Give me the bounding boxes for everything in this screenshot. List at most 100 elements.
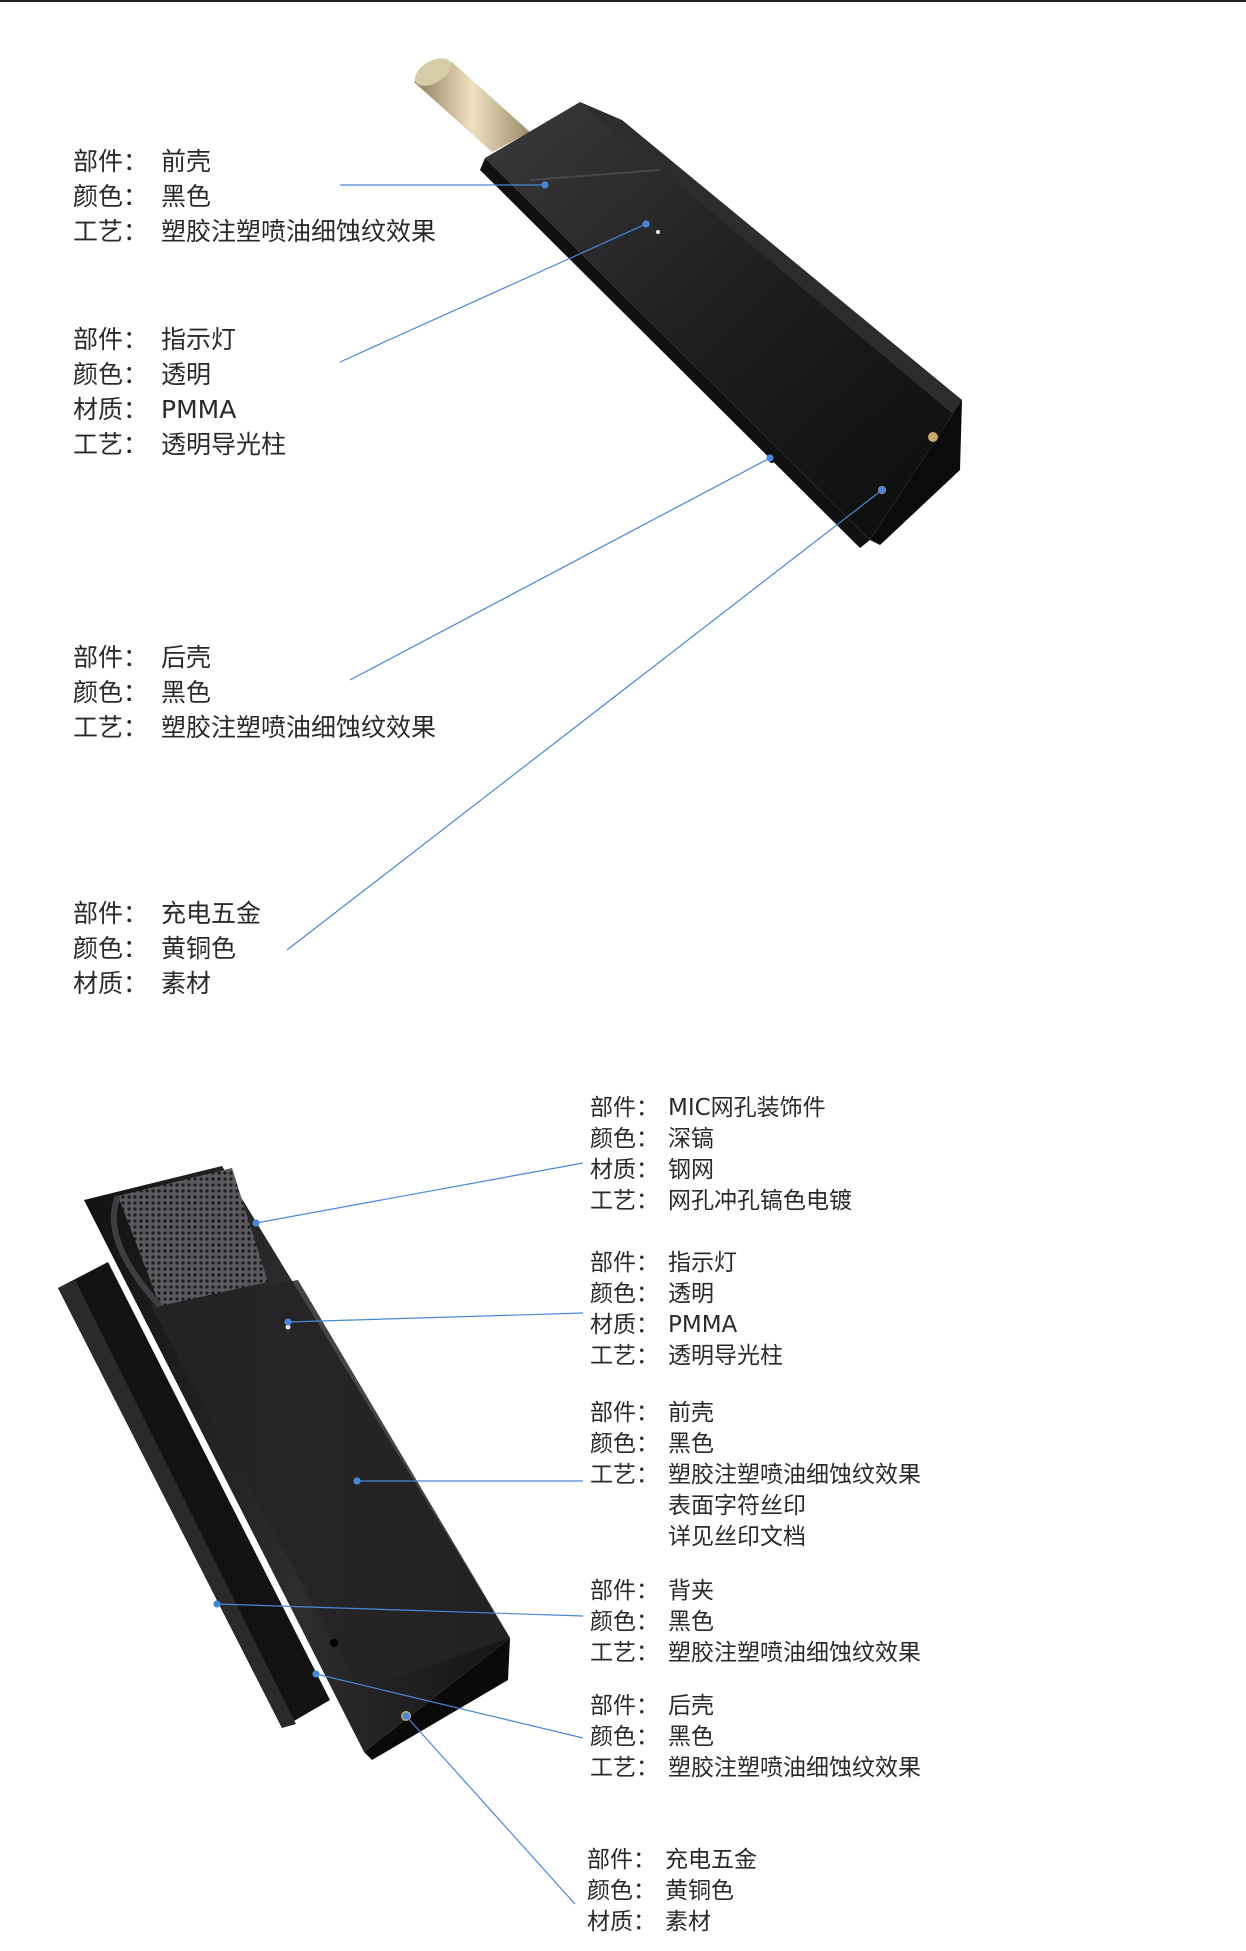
- spec-key: 颜色：: [590, 1431, 659, 1457]
- spec-row: 材质：钢网: [590, 1155, 852, 1186]
- spec-row: 部件：充电五金: [73, 896, 261, 931]
- spec-row: 材质： 素材: [73, 966, 261, 1001]
- spec-value: MIC网孔装饰件: [668, 1095, 826, 1121]
- spec-value: 黄铜色: [161, 934, 237, 963]
- spec-value: PMMA: [668, 1312, 738, 1338]
- spec-row: 材质： 素材: [587, 1907, 757, 1938]
- spec-key: 颜色：: [73, 934, 149, 963]
- spec-key: 颜色：: [590, 1609, 659, 1635]
- spec-key: 工艺：: [590, 1343, 659, 1369]
- spec-row: 部件：前壳: [590, 1398, 921, 1429]
- spec-row: 工艺： 塑胶注塑喷油细蚀纹效果: [590, 1753, 921, 1784]
- bottom-leader-lines: [213, 1162, 584, 1905]
- spec-key: 部件：: [587, 1847, 656, 1873]
- callout-bottom-front-shell: 部件：前壳 颜色： 黑色 工艺： 塑胶注塑喷油细蚀纹效果 表面字符丝印 详见丝印文档: [590, 1398, 921, 1553]
- top-leader-lines: [286, 181, 886, 951]
- mic-hole: [330, 1639, 338, 1647]
- spec-row: 部件：指示灯: [73, 322, 286, 357]
- spec-key: 颜色：: [73, 360, 149, 389]
- spec-row: 部件： 充电五金: [587, 1845, 757, 1876]
- spec-key: 颜色：: [590, 1724, 659, 1750]
- spec-key: 工艺：: [73, 217, 149, 246]
- top-device-render: [414, 58, 962, 548]
- spec-key: 部件：: [590, 1693, 659, 1719]
- bottom-device-render: [58, 1166, 510, 1760]
- spec-value: 塑胶注塑喷油细蚀纹效果: [161, 217, 437, 246]
- spec-value: 透明: [161, 360, 212, 389]
- spec-row: 颜色： 黑色: [73, 179, 436, 214]
- callout-top-back-shell: 部件：后壳 颜色： 黑色 工艺： 塑胶注塑喷油细蚀纹效果: [73, 640, 436, 745]
- spec-value: 详见丝印文档: [668, 1524, 806, 1550]
- spec-key: 部件：: [590, 1400, 659, 1426]
- spec-key: 材质：: [587, 1909, 656, 1935]
- top-rule: [0, 0, 1246, 2]
- spec-key: 材质：: [73, 969, 149, 998]
- spec-row: 材质： PMMA: [590, 1310, 783, 1341]
- spec-key: 工艺：: [590, 1188, 659, 1214]
- spec-value: 透明导光柱: [668, 1343, 783, 1369]
- spec-value: 指示灯: [668, 1250, 737, 1276]
- indicator-light: [285, 1324, 291, 1330]
- spec-value: 充电五金: [665, 1847, 757, 1873]
- callout-top-charging-contact: 部件：充电五金 颜色： 黄铜色 材质： 素材: [73, 896, 261, 1001]
- spec-value: 黑色: [161, 182, 212, 211]
- callout-bottom-indicator: 部件：指示灯 颜色： 透明 材质： PMMA 工艺： 透明导光柱: [590, 1248, 783, 1372]
- back-clip: [58, 1262, 330, 1728]
- spec-value: 黑色: [668, 1431, 714, 1457]
- callout-bottom-back-clip: 部件：背夹 颜色：黑色 工艺：塑胶注塑喷油细蚀纹效果: [590, 1576, 921, 1669]
- callout-top-front-shell: 部件：前壳 颜色： 黑色 工艺： 塑胶注塑喷油细蚀纹效果: [73, 144, 436, 249]
- spec-key: 材质：: [73, 395, 149, 424]
- spec-value: 透明: [668, 1281, 714, 1307]
- spec-row: 工艺： 透明导光柱: [73, 427, 286, 462]
- spec-row: 部件：后壳: [73, 640, 436, 675]
- spec-key: 颜色：: [73, 678, 149, 707]
- spec-row: 详见丝印文档: [590, 1522, 921, 1553]
- spec-value: 网孔冲孔镐色电镀: [668, 1188, 852, 1214]
- spec-key: 部件：: [590, 1095, 659, 1121]
- spec-row: 颜色：深镐: [590, 1124, 852, 1155]
- spec-row: 颜色： 黑色: [590, 1429, 921, 1460]
- spec-key: 工艺：: [590, 1462, 659, 1488]
- spec-value: 塑胶注塑喷油细蚀纹效果: [668, 1462, 921, 1488]
- spec-value: 深镐: [668, 1126, 714, 1152]
- spec-key: 材质：: [590, 1157, 659, 1183]
- spec-key: 颜色：: [587, 1878, 656, 1904]
- spec-row: 材质： PMMA: [73, 392, 286, 427]
- mic-mesh-grille: [110, 1168, 268, 1309]
- spec-value: 黑色: [668, 1724, 714, 1750]
- charging-contact: [928, 432, 938, 442]
- spec-value: 塑胶注塑喷油细蚀纹效果: [668, 1640, 921, 1666]
- spec-row: 颜色： 透明: [73, 357, 286, 392]
- spec-key: 材质：: [590, 1312, 659, 1338]
- spec-row: 颜色： 黑色: [73, 675, 436, 710]
- spec-row: 部件：后壳: [590, 1691, 921, 1722]
- spec-row: 工艺： 透明导光柱: [590, 1341, 783, 1372]
- spec-row: 部件：指示灯: [590, 1248, 783, 1279]
- spec-key: 颜色：: [590, 1281, 659, 1307]
- spec-value: 表面字符丝印: [668, 1493, 806, 1519]
- spec-row: 颜色： 黄铜色: [73, 931, 261, 966]
- spec-row: 颜色：黑色: [590, 1607, 921, 1638]
- spec-value: 素材: [161, 969, 212, 998]
- spec-value: 透明导光柱: [161, 430, 287, 459]
- spec-row: 部件：前壳: [73, 144, 436, 179]
- spec-row: 颜色： 透明: [590, 1279, 783, 1310]
- spec-value: PMMA: [161, 395, 237, 424]
- callout-bottom-mic-mesh: 部件： MIC网孔装饰件 颜色：深镐 材质：钢网 工艺： 网孔冲孔镐色电镀: [590, 1093, 852, 1217]
- callout-top-indicator: 部件：指示灯 颜色： 透明 材质： PMMA 工艺： 透明导光柱: [73, 322, 286, 462]
- spec-key: 部件：: [73, 325, 149, 354]
- spec-value: 前壳: [161, 147, 212, 176]
- top-device-body: [480, 102, 962, 548]
- spec-value: 塑胶注塑喷油细蚀纹效果: [668, 1755, 921, 1781]
- spec-key: 部件：: [73, 643, 149, 672]
- spec-key: 工艺：: [590, 1755, 659, 1781]
- spec-value: 塑胶注塑喷油细蚀纹效果: [161, 713, 437, 742]
- spec-key: 工艺：: [73, 713, 149, 742]
- spec-value: 素材: [665, 1909, 711, 1935]
- spec-key: 工艺：: [73, 430, 149, 459]
- spec-row: 表面字符丝印: [590, 1491, 921, 1522]
- spec-value: 黑色: [161, 678, 212, 707]
- audio-plug: [414, 58, 530, 152]
- spec-key: 颜色：: [73, 182, 149, 211]
- spec-row: 部件：背夹: [590, 1576, 921, 1607]
